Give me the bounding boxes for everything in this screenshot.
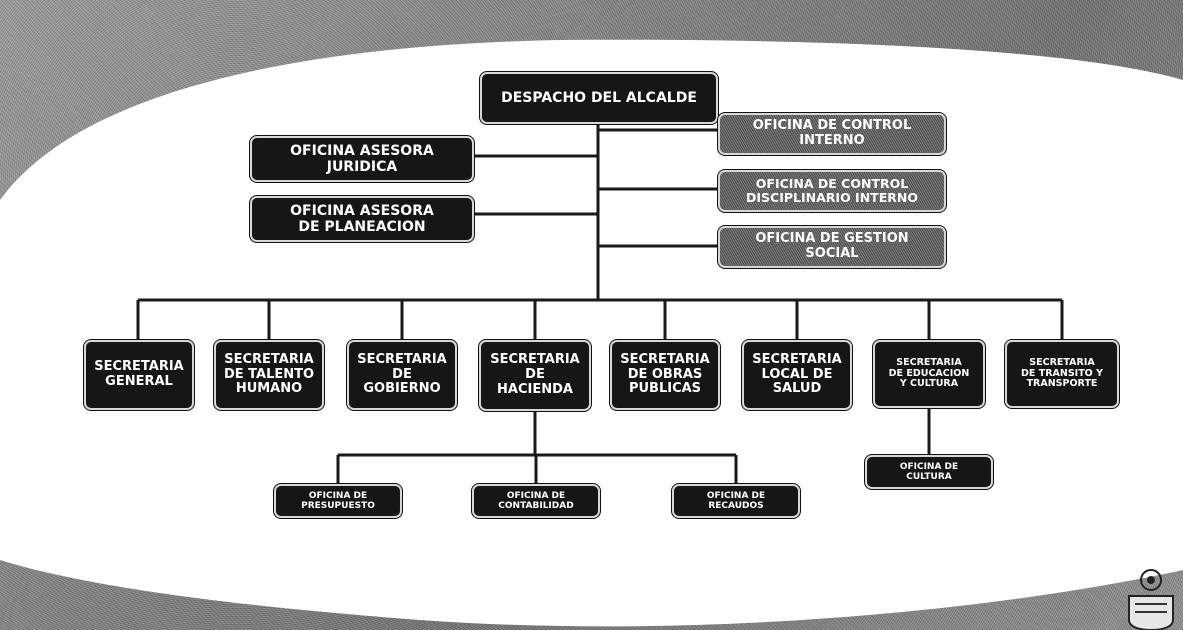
node-despacho-alcalde[interactable]: DESPACHO DEL ALCALDE [480, 72, 718, 124]
node-label: OFICINA DE CULTURA [899, 461, 959, 482]
node-label: SECRETARIA DE TALENTO HUMANO [223, 351, 315, 397]
node-oficina-contabilidad[interactable]: OFICINA DE CONTABILIDAD [472, 484, 600, 518]
node-label: SECRETARIA DE OBRAS PUBLICAS [620, 351, 710, 397]
node-secretaria-educacion[interactable]: SECRETARIA DE EDUCACION Y CULTURA [873, 340, 985, 408]
node-secretaria-talento[interactable]: SECRETARIA DE TALENTO HUMANO [214, 340, 324, 410]
node-label: OFICINA DE GESTION SOCIAL [755, 231, 909, 261]
node-label: OFICINA DE CONTROL INTERNO [752, 118, 912, 148]
node-oficina-presupuesto[interactable]: OFICINA DE PRESUPUESTO [274, 484, 402, 518]
node-secretaria-general[interactable]: SECRETARIA GENERAL [84, 340, 194, 410]
white-panel [0, 39, 1183, 627]
node-label: SECRETARIA DE TRANSITO Y TRANSPORTE [1021, 356, 1103, 390]
node-label: OFICINA DE RECAUDOS [706, 490, 766, 511]
node-oficina-recaudos[interactable]: OFICINA DE RECAUDOS [672, 484, 800, 518]
node-label: SECRETARIA DE GOBIERNO [357, 351, 447, 397]
node-oficina-juridica[interactable]: OFICINA ASESORA JURIDICA [250, 136, 474, 182]
node-label: OFICINA ASESORA JURIDICA [290, 142, 434, 175]
node-label: OFICINA DE PRESUPUESTO [301, 490, 375, 511]
node-oficina-cultura[interactable]: OFICINA DE CULTURA [865, 455, 993, 489]
node-control-disciplinario[interactable]: OFICINA DE CONTROL DISCIPLINARIO INTERNO [718, 170, 946, 212]
node-oficina-planeacion[interactable]: OFICINA ASESORA DE PLANEACION [250, 196, 474, 242]
node-secretaria-hacienda[interactable]: SECRETARIA DE HACIENDA [479, 340, 591, 411]
node-label: SECRETARIA GENERAL [94, 359, 184, 389]
node-secretaria-transito[interactable]: SECRETARIA DE TRANSITO Y TRANSPORTE [1005, 340, 1119, 408]
node-control-interno[interactable]: OFICINA DE CONTROL INTERNO [718, 113, 946, 155]
node-label: OFICINA DE CONTABILIDAD [498, 490, 574, 511]
node-label: OFICINA ASESORA DE PLANEACION [290, 202, 434, 235]
node-secretaria-gobierno[interactable]: SECRETARIA DE GOBIERNO [347, 340, 457, 410]
node-label: SECRETARIA DE HACIENDA [490, 352, 580, 397]
node-label: SECRETARIA LOCAL DE SALUD [752, 351, 842, 397]
node-label: DESPACHO DEL ALCALDE [501, 89, 697, 106]
node-secretaria-obras[interactable]: SECRETARIA DE OBRAS PUBLICAS [610, 340, 720, 410]
node-label: SECRETARIA DE EDUCACION Y CULTURA [888, 356, 970, 390]
connector-lines [136, 124, 1064, 484]
node-gestion-social[interactable]: OFICINA DE GESTION SOCIAL [718, 226, 946, 268]
node-label: OFICINA DE CONTROL DISCIPLINARIO INTERNO [746, 175, 918, 205]
node-secretaria-salud[interactable]: SECRETARIA LOCAL DE SALUD [742, 340, 852, 410]
